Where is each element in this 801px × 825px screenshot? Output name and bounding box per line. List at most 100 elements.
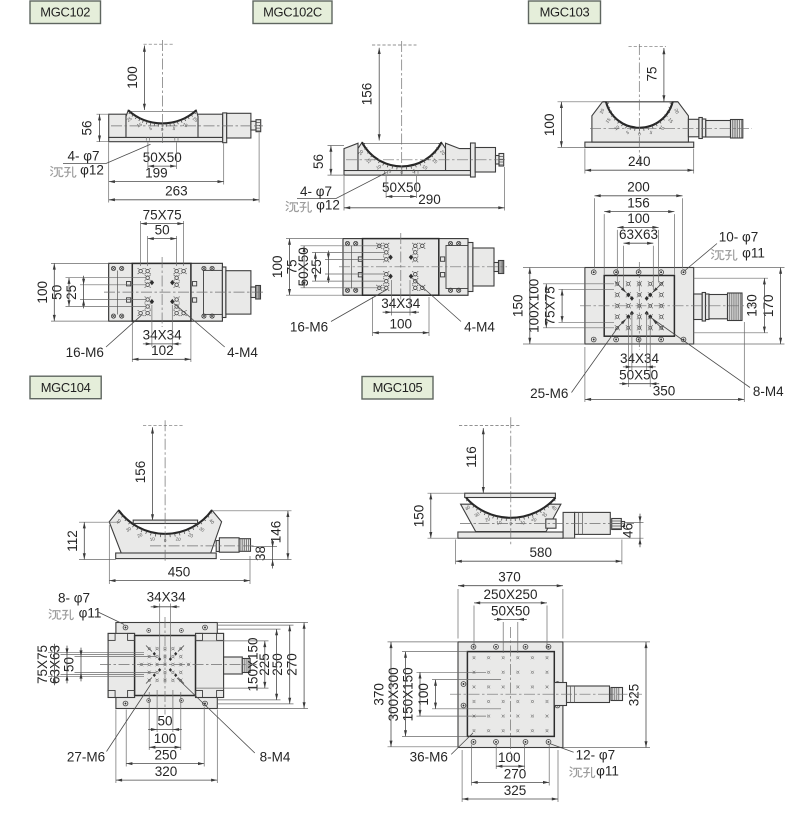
mgc105-top-view-centerlines [450,627,642,757]
scale-number: 30 [125,526,132,533]
mgc105-side-view-extension-lines [427,492,644,565]
mgc102c-top-view-centerlines [339,233,507,301]
knob-body [218,537,240,553]
dim-label: 150 [510,295,525,318]
dim-label: 50X50 [491,603,530,618]
cjk-text-chenkong [285,200,289,212]
mgc104-side-view-dimension-and-leader-lines [83,427,289,581]
mgc103-top-view-extension-lines [523,198,785,402]
dim-label: 250 [270,653,285,676]
dim-label: 75X75 [35,645,50,684]
scale-ticks [128,111,196,127]
cjk-text-chenkong [733,249,738,261]
model-badge: MGC104 [29,375,102,400]
dim-label: 100 [416,683,431,706]
scale-number: 5 [149,126,153,132]
model-badge-box [29,375,102,400]
dim-label: 350 [653,384,676,399]
base-plate [343,169,472,176]
notch [126,297,132,303]
dim-label: 75 [285,259,300,274]
scale-ticks [465,498,556,522]
dim-label: 200 [627,180,650,195]
thread-callout: 8-M4 [753,384,784,399]
scale-number: 30 [198,526,205,533]
scale-number: 15 [136,122,143,129]
dim-label: 156 [627,195,650,210]
model-badge-box [252,0,333,25]
scale-number: 20 [484,516,491,523]
dim-label: 34X34 [143,328,183,343]
mgc104-side-view-detail-lines [240,539,249,551]
dim-label: 370 [372,683,387,706]
cjk-text-chenkong [307,201,312,213]
mgc104-side-view-extension-lines [79,510,292,584]
scale-number: 40 [550,504,557,511]
counterbore-note-dia: φ11 [742,246,765,261]
scale-number: 5 [388,168,392,174]
mgc103-top-view-centerlines [580,262,756,350]
mgc103-side-view-extension-lines [557,101,695,174]
scale-number: 20 [439,149,446,156]
mgc102c-top-view-dimension-and-leader-lines [289,238,462,334]
cjk-text-chenkong [724,250,733,261]
scale-number: 15 [182,122,189,129]
cjk-text-chenkong [72,166,77,178]
counterbore-note-line1: 8- φ7 [58,591,90,606]
counterbore-note-line1: 10- φ7 [719,230,759,245]
block-corner [216,690,225,698]
scale-number: 15 [365,157,372,164]
scale-number: 20 [357,149,364,156]
dim-label: 75X75 [143,208,182,223]
dim-label: 56 [80,120,95,135]
dim-label: 199 [145,166,168,181]
scale-number: 5 [412,169,416,175]
counterbore-note-line1: 12- φ7 [576,748,616,763]
dim-label: 34X34 [381,296,421,311]
scale-number: 10 [375,164,382,171]
dim-label: 370 [498,570,521,585]
mgc104-top-view-centerlines [100,617,257,715]
knob-step [693,293,703,321]
dim-label: 56 [311,154,326,169]
mgc104-top-view-detail-lines [243,659,249,672]
scale-number: 20 [137,532,144,539]
mgc102-top-view-extension-lines [51,221,192,362]
dim-label: 450 [168,565,191,580]
dim-label: 100 [498,750,521,765]
dim-label: 50X50 [619,368,658,383]
scale-number: 15 [431,157,438,164]
notch [440,256,446,262]
dim-label: 170 [761,295,776,318]
cjk-text-chenkong [69,609,74,621]
scale-number: 10 [149,536,155,542]
model-badge-label: MGC102 [40,5,90,20]
cjk-text-chenkong [714,250,725,261]
dim-label: 46 [621,523,636,538]
dim-label: 50 [155,222,170,237]
dim-label: 50 [62,657,77,672]
dim-label: 156 [360,83,375,106]
dim-label: 50 [50,285,65,300]
knob-endcap [620,520,626,528]
dim-label: 34X34 [620,351,660,366]
dim-label: 116 [464,446,479,468]
dim-label: 146 [268,521,283,544]
mgc103-top-view-detail-lines [728,293,742,320]
model-badge-box [527,0,602,25]
cjk-text-chenkong [572,767,583,778]
cjk-text-chenkong [569,766,573,777]
thread-callout: 8-M4 [260,750,291,765]
base-plate [108,136,224,143]
right-end-block [444,142,472,172]
notch [440,272,446,278]
block-corner [107,632,116,641]
block-corner [127,690,136,698]
notch [192,281,198,287]
